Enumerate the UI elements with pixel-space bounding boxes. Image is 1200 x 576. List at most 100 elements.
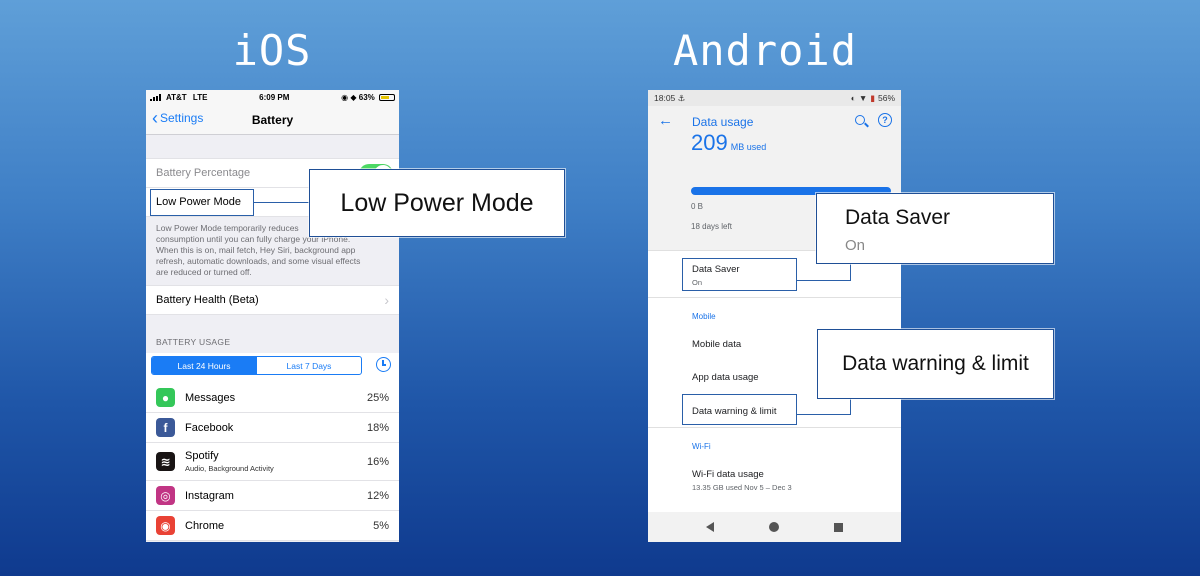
segment-last-7-days[interactable]: Last 7 Days bbox=[256, 357, 361, 374]
back-arrow-icon[interactable]: ← bbox=[658, 112, 673, 129]
back-label: Settings bbox=[160, 111, 204, 125]
page-title: Data usage bbox=[692, 115, 754, 129]
nav-back-icon[interactable] bbox=[705, 522, 714, 532]
battery-level: 56% bbox=[877, 92, 895, 103]
app-usage-row[interactable]: ● Messages 25% bbox=[146, 383, 399, 413]
notification-icon: ⚓ bbox=[677, 92, 686, 103]
days-left-label: 18 days left bbox=[691, 222, 732, 231]
callout-connector bbox=[254, 202, 310, 203]
android-status-bar: 18:05 ⚓ ◐▼▮56% bbox=[648, 90, 901, 106]
callout-label: Data warning & limit bbox=[842, 352, 1029, 375]
app-battery-percent: 12% bbox=[366, 489, 389, 502]
data-saver-value: On bbox=[692, 278, 703, 287]
facebook-icon: f bbox=[156, 418, 175, 437]
battery-health-label: Battery Health (Beta) bbox=[156, 294, 259, 306]
mobile-data-item[interactable]: Mobile data bbox=[692, 339, 742, 350]
android-nav-bar bbox=[648, 512, 901, 542]
desc-line: Low Power Mode temporarily reduces bbox=[156, 223, 299, 233]
instagram-icon: ◎ bbox=[156, 486, 175, 505]
data-saver-callout: Data Saver On bbox=[816, 193, 1054, 264]
app-battery-percent: 18% bbox=[366, 421, 389, 434]
app-name: Messages bbox=[185, 391, 236, 404]
callout-label: Data Saver bbox=[845, 206, 951, 229]
chevron-left-icon: ‹ bbox=[152, 108, 158, 128]
android-heading: Android bbox=[672, 26, 857, 75]
back-to-settings-button[interactable]: ‹ Settings bbox=[152, 108, 204, 128]
low-power-mode-highlight bbox=[150, 189, 254, 216]
help-icon[interactable]: ? bbox=[878, 113, 892, 127]
app-battery-percent: 16% bbox=[366, 455, 389, 468]
wifi-data-usage-sub: 13.35 GB used Nov 5 – Dec 3 bbox=[692, 483, 792, 492]
app-data-usage-item[interactable]: App data usage bbox=[692, 372, 759, 383]
usage-min-label: 0 B bbox=[691, 202, 704, 211]
callout-connector bbox=[850, 398, 851, 415]
battery-icon bbox=[379, 94, 395, 102]
android-app-bar: ← Data usage ? bbox=[648, 106, 901, 138]
data-saver-highlight bbox=[682, 258, 797, 291]
status-time: 6:09 PM bbox=[259, 93, 290, 102]
app-text: Facebook bbox=[185, 422, 233, 434]
callout-connector bbox=[850, 262, 851, 281]
desc-line: When this is on, mail fetch, Hey Siri, b… bbox=[156, 245, 356, 255]
nav-recents-icon[interactable] bbox=[834, 522, 844, 532]
search-icon[interactable] bbox=[855, 115, 865, 125]
app-usage-row[interactable]: ◎ Instagram 12% bbox=[146, 481, 399, 511]
ios-screenshot: AT&T LTE 6:09 PM ◉ ◆ 63% ‹ Settings Batt… bbox=[146, 90, 399, 542]
low-power-mode-description: Low Power Mode temporarily reduces consu… bbox=[146, 217, 399, 285]
mobile-section-header: Mobile bbox=[692, 312, 716, 321]
usage-number: 209 bbox=[691, 130, 728, 155]
signal-icon bbox=[150, 94, 162, 102]
low-power-mode-label: Low Power Mode bbox=[156, 196, 241, 208]
ios-heading: iOS bbox=[232, 26, 312, 75]
callout-value: On bbox=[845, 237, 866, 254]
battery-health-row[interactable]: Battery Health (Beta) › bbox=[146, 285, 399, 315]
callout-label: Low Power Mode bbox=[340, 188, 534, 217]
page-title: Battery bbox=[251, 112, 294, 127]
app-battery-percent: 25% bbox=[366, 391, 389, 404]
data-saver-item[interactable]: Data Saver On bbox=[692, 264, 740, 287]
desc-line: refresh, automatic downloads, and some v… bbox=[156, 256, 361, 266]
wifi-icon: ▼ bbox=[858, 92, 868, 103]
nav-home-icon[interactable] bbox=[768, 522, 779, 532]
spotify-icon: ≋ bbox=[156, 452, 175, 471]
usage-unit: MB used bbox=[730, 142, 767, 152]
data-warning-callout: Data warning & limit bbox=[817, 329, 1054, 399]
status-time: 18:05 bbox=[654, 92, 676, 103]
messages-icon: ● bbox=[156, 388, 175, 407]
app-name: Spotify bbox=[185, 450, 219, 462]
app-text: Messages bbox=[185, 392, 235, 404]
app-activity: Audio, Background Activity bbox=[185, 464, 274, 473]
data-saver-label: Data Saver bbox=[692, 264, 740, 275]
app-text: Instagram bbox=[185, 490, 234, 502]
data-warning-limit-item[interactable]: Data warning & limit bbox=[692, 406, 777, 417]
app-usage-row[interactable]: f Facebook 18% bbox=[146, 413, 399, 443]
usage-period-control: Last 24 Hours Last 7 Days bbox=[146, 353, 399, 383]
chrome-icon: ◉ bbox=[156, 516, 175, 535]
wifi-data-usage-item[interactable]: Wi-Fi data usage 13.35 GB used Nov 5 – D… bbox=[692, 469, 792, 492]
carrier: AT&T bbox=[165, 93, 187, 102]
app-name: Chrome bbox=[185, 519, 225, 532]
wifi-data-usage-label: Wi-Fi data usage bbox=[692, 469, 764, 480]
app-text: Chrome bbox=[185, 520, 224, 532]
battery-percentage-label: Battery Percentage bbox=[156, 167, 251, 179]
network-type: LTE bbox=[192, 93, 208, 102]
desc-line: consumption until you can fully charge y… bbox=[156, 234, 351, 244]
clock-icon[interactable] bbox=[376, 357, 391, 372]
do-not-disturb-icon: ◐ bbox=[850, 92, 856, 103]
callout-connector bbox=[797, 414, 851, 415]
low-power-mode-callout: Low Power Mode bbox=[309, 169, 565, 237]
battery-icon: ▮ bbox=[870, 92, 875, 103]
battery-level: 63% bbox=[358, 93, 375, 102]
wifi-section-header: Wi-Fi bbox=[692, 442, 711, 451]
desc-line: are reduced or turned off. bbox=[156, 267, 252, 277]
app-name: Instagram bbox=[185, 489, 234, 502]
segment-last-24-hours[interactable]: Last 24 Hours bbox=[152, 357, 256, 374]
usage-progress-bar bbox=[691, 187, 891, 195]
callout-connector bbox=[797, 280, 851, 281]
